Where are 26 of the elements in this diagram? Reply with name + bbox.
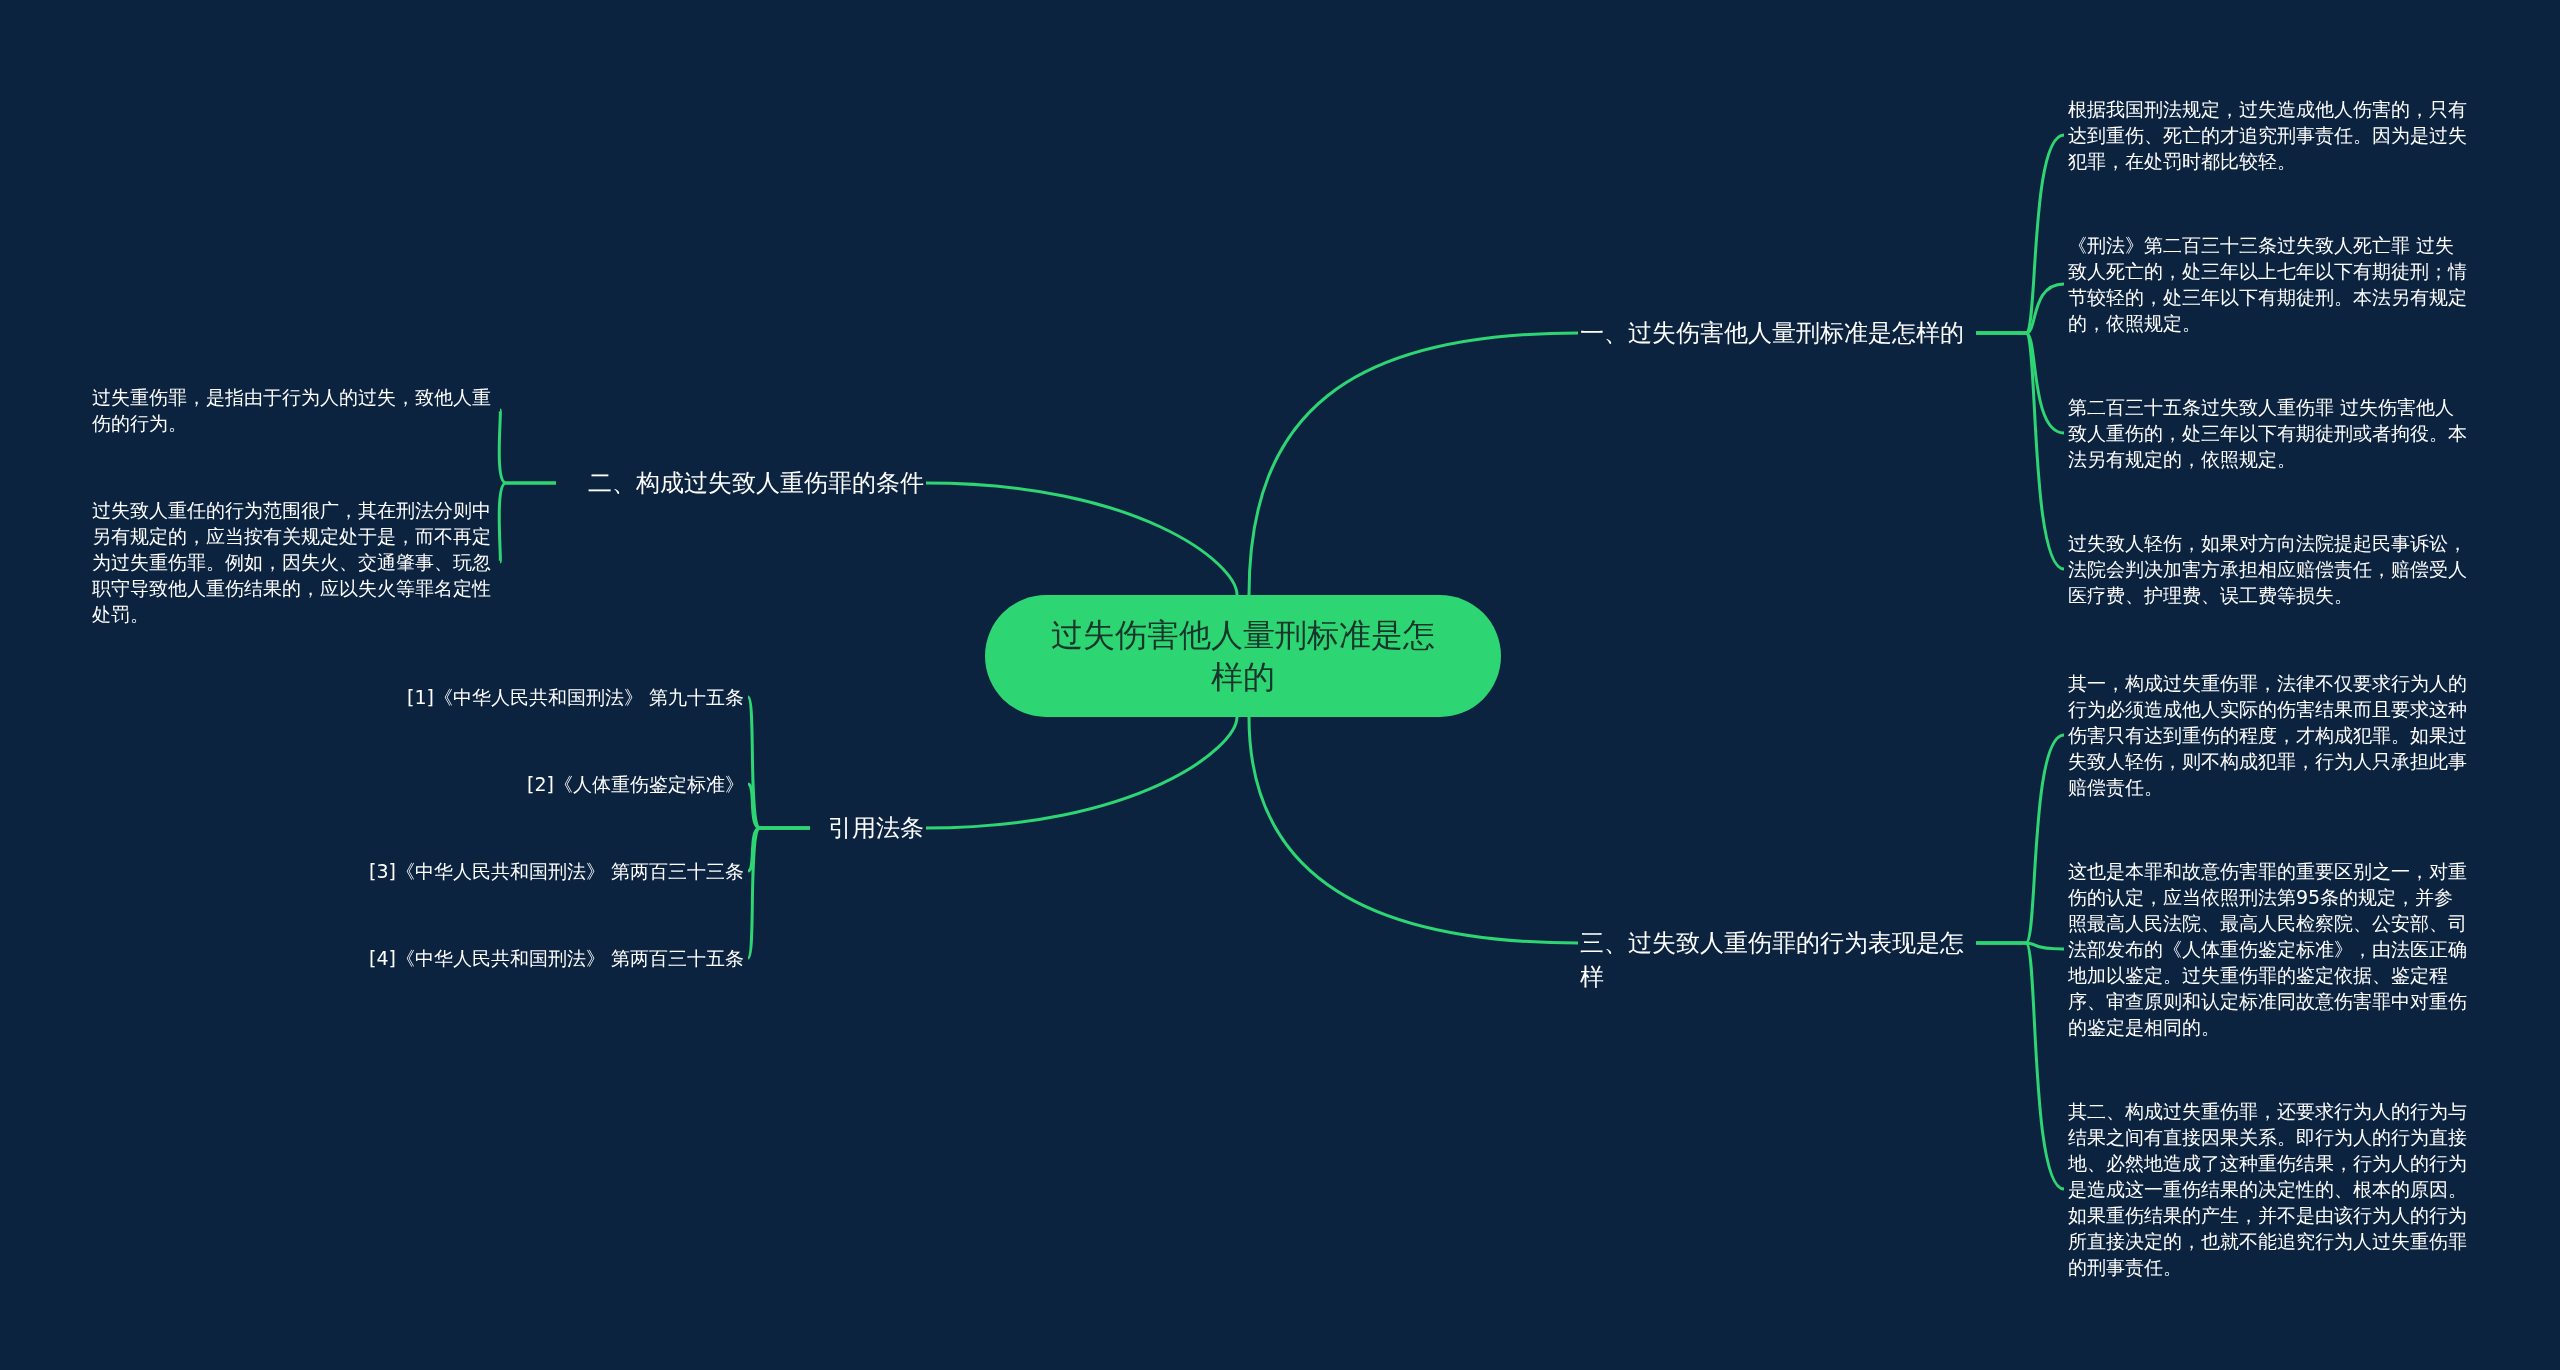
note-text: 过失重伤罪，是指由于行为人的过失，致他人重伤的行为。	[92, 384, 496, 436]
branch-topic: 三、过失致人重伤罪的行为表现是怎样	[1580, 926, 1972, 994]
connector-line	[1247, 331, 1579, 596]
citation-text: [2]《人体重伤鉴定标准》	[320, 771, 744, 797]
branch-topic: 二、构成过失致人重伤罪的条件	[560, 466, 924, 500]
citation-text: [4]《中华人民共和国刑法》 第两百三十五条	[320, 945, 744, 971]
note-text: 过失致人重任的行为范围很广，其在刑法分则中另有规定的，应当按有关规定处于是，而不再定为过失重伤罪。例如，因失火、交通肇事、玩忽职守导致他人重伤结果的，应以失火等罪名定性处罚。	[92, 497, 496, 627]
note-text: 第二百三十五条过失致人重伤罪 过失伤害他人致人重伤的，处三年以下有期徒刑或者拘役。本法另有规定的，依照规定。	[2068, 394, 2472, 472]
central-topic-pill: 过失伤害他人量刑标准是怎样的	[985, 595, 1501, 717]
citation-text: [1]《中华人民共和国刑法》 第九十五条	[320, 684, 744, 710]
note-text: 过失致人轻伤，如果对方向法院提起民事诉讼，法院会判决加害方承担相应赔偿责任，赔偿受人医疗费、护理费、误工费等损失。	[2068, 530, 2472, 608]
note-text: 根据我国刑法规定，过失造成他人伤害的，只有达到重伤、死亡的才追究刑事责任。因为是过失犯罪，在处罚时都比较轻。	[2068, 96, 2472, 174]
connector-line	[497, 481, 556, 563]
connector-line	[925, 716, 1239, 830]
connector-line	[1247, 716, 1579, 945]
branch-topic: 一、过失伤害他人量刑标准是怎样的	[1580, 316, 1972, 350]
connector-line	[1976, 941, 2065, 1191]
note-text: 其一，构成过失重伤罪，法律不仅要求行为人的行为必须造成他人实际的伤害结果而且要求这种伤害只有达到重伤的程度，才构成犯罪。如果过失致人轻伤，则不构成犯罪，行为人只承担此事赔偿责任。	[2068, 670, 2472, 800]
citation-text: [3]《中华人民共和国刑法》 第两百三十三条	[320, 858, 744, 884]
connector-line	[746, 826, 810, 959]
branch-topic: 引用法条	[814, 811, 924, 845]
connector-line	[1976, 331, 2065, 571]
note-text: 其二、构成过失重伤罪，还要求行为人的行为与结果之间有直接因果关系。即行为人的行为直接地、必然地造成了这种重伤结果，行为人的行为是造成这一重伤结果的决定性的、根本的原因。如果重伤结果的产生，并不是由该行为人的行为所直接决定的，也就不能追究行为人过失重伤罪的刑事责任。	[2068, 1098, 2472, 1280]
note-text: 《刑法》第二百三十三条过失致人死亡罪 过失致人死亡的，处三年以上七年以下有期徒刑；情节较轻的，处三年以下有期徒刑。本法另有规定的，依照规定。	[2068, 232, 2472, 336]
note-text: 这也是本罪和故意伤害罪的重要区别之一，对重伤的认定，应当依照刑法第95条的规定，并参照最高人民法院、最高人民检察院、公安部、司法部发布的《人体重伤鉴定标准》，由法医正确地加以鉴定。过失重伤罪的鉴定依据、鉴定程序、审查原则和认定标准同故意伤害罪中对重伤的鉴定是相同的。	[2068, 858, 2472, 1040]
connector-line	[925, 481, 1239, 596]
